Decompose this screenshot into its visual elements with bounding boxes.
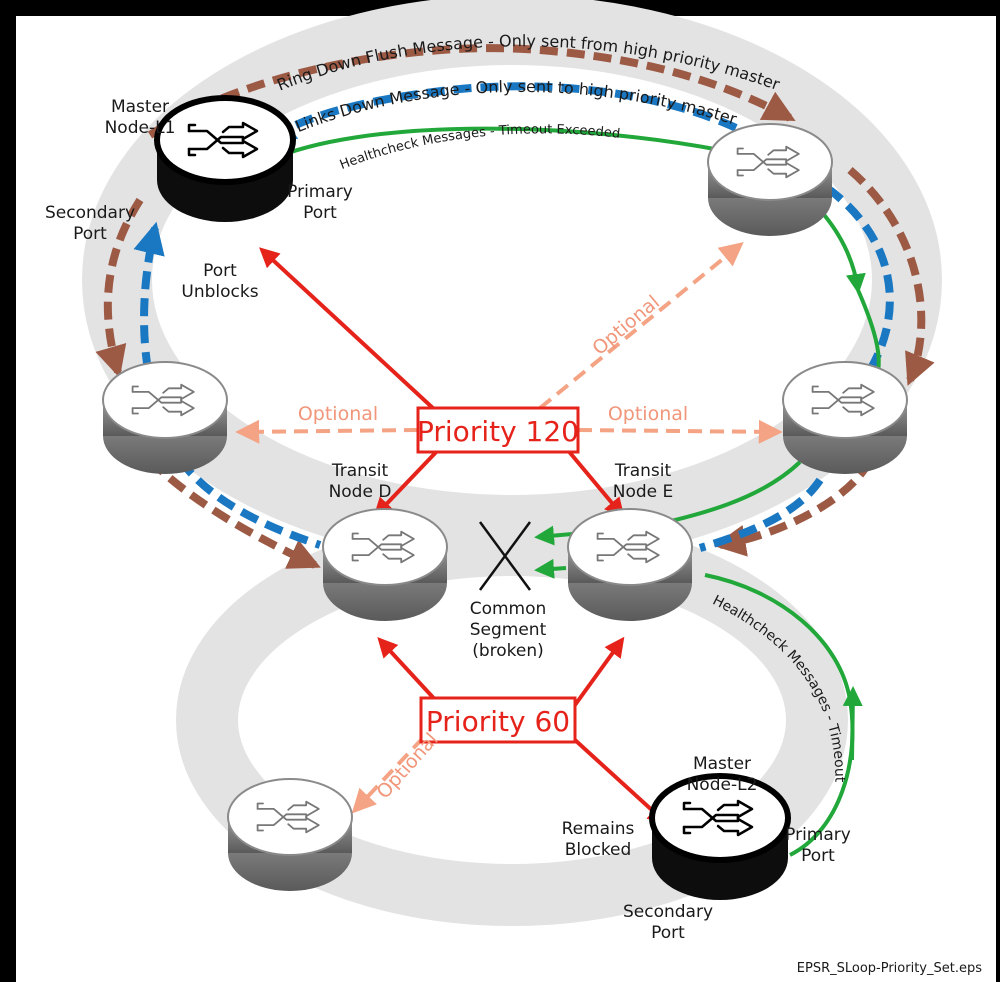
red-arrow-60-to-d	[377, 637, 442, 707]
optional-arrow-down-left	[351, 720, 440, 814]
svg-text:Secondary: Secondary	[623, 902, 713, 922]
healthcheck-green-lower-arrow	[842, 686, 863, 761]
svg-text:Node-L1: Node-L1	[105, 118, 176, 138]
label-common-segment: Common Segment (broken)	[470, 599, 547, 661]
optional-arrow-right	[577, 419, 783, 444]
svg-text:Transit: Transit	[331, 461, 389, 481]
links-down-dash-top	[262, 82, 762, 144]
svg-text:Port: Port	[73, 224, 107, 244]
label-transit-e: Transit Node E	[613, 461, 674, 502]
svg-text:Remains: Remains	[562, 819, 635, 839]
label-transit-d: Transit Node D	[329, 461, 392, 502]
links-down-dash-right-lower	[698, 477, 824, 552]
svg-text:Master: Master	[111, 97, 169, 117]
ring-down-dash-right	[847, 166, 935, 386]
svg-text:Port: Port	[203, 261, 237, 281]
priority-arrows	[259, 247, 668, 825]
node-top-right	[707, 123, 833, 236]
svg-text:Unblocks: Unblocks	[181, 282, 258, 302]
healthcheck-top-message: Healthcheck Messages - Timeout Exceeded	[338, 122, 621, 173]
svg-text:Secondary: Secondary	[45, 203, 135, 223]
file-name: EPSR_SLoop-Priority_Set.eps	[797, 961, 982, 976]
svg-text:Segment: Segment	[470, 620, 547, 640]
optional-label-right: Optional	[608, 403, 688, 425]
node-right	[782, 361, 908, 474]
svg-text:Node E: Node E	[613, 482, 674, 502]
master-node-l2	[649, 773, 791, 900]
label-l1-primary-port: Primary Port	[287, 182, 353, 223]
svg-text:(broken): (broken)	[472, 641, 544, 661]
label-master-l2: Master Node-L2	[687, 754, 758, 795]
transit-node-d	[322, 508, 448, 621]
node-left	[102, 361, 228, 474]
label-l1-port-unblocks: Port Unblocks	[181, 261, 258, 302]
svg-text:Primary: Primary	[287, 182, 353, 202]
priority-120-label: Priority 120	[417, 415, 579, 448]
svg-text:Port: Port	[303, 203, 337, 223]
svg-text:Node-L2: Node-L2	[687, 775, 758, 795]
red-arrow-to-d	[373, 446, 442, 518]
healthcheck-green-top	[269, 126, 866, 294]
svg-text:Node D: Node D	[329, 482, 392, 502]
svg-text:Master: Master	[693, 754, 751, 774]
optional-arrows	[235, 241, 783, 814]
healthcheck-green-e-to-d	[534, 558, 567, 579]
priority-120-box: Priority 120	[416, 406, 580, 454]
links-down-dash-left	[133, 221, 165, 371]
label-l2-secondary-port: Secondary Port	[623, 902, 713, 943]
transit-node-e	[567, 508, 693, 621]
svg-text:Blocked: Blocked	[565, 840, 632, 860]
svg-text:Primary: Primary	[785, 825, 851, 845]
optional-label-left: Optional	[298, 403, 378, 425]
master-node-l1	[154, 95, 296, 222]
svg-text:Common: Common	[470, 599, 547, 619]
red-arrow-to-e	[564, 446, 625, 519]
broken-segment-x	[478, 521, 532, 591]
ring-down-dash-left-lower	[147, 457, 321, 569]
svg-text:Transit: Transit	[614, 461, 672, 481]
optional-label-lower: Optional	[372, 729, 442, 803]
optional-arrow-left	[235, 419, 419, 444]
svg-text:Port: Port	[801, 846, 835, 866]
links-down-dash-right	[827, 186, 894, 373]
priority-60-box: Priority 60	[419, 696, 577, 744]
ring-down-dash-left	[95, 197, 144, 379]
ring-down-dash-right-lower	[713, 458, 874, 557]
label-l2-primary-port: Primary Port	[785, 825, 851, 866]
links-down-dash-left-lower	[176, 457, 322, 549]
red-arrow-60-to-e	[573, 636, 625, 707]
node-bottom-left	[227, 778, 353, 891]
ring-down-dash-top	[147, 44, 796, 139]
red-arrow-to-l1	[259, 247, 437, 412]
label-master-l1: Master Node-L1	[105, 97, 176, 138]
optional-label-diagonal: Optional	[588, 291, 664, 359]
svg-text:Port: Port	[651, 923, 685, 943]
label-l1-secondary-port: Secondary Port	[45, 203, 135, 244]
priority-60-label: Priority 60	[426, 705, 570, 738]
label-l2-remains-blocked: Remains Blocked	[562, 819, 635, 860]
red-arrow-60-to-l2	[573, 738, 668, 825]
